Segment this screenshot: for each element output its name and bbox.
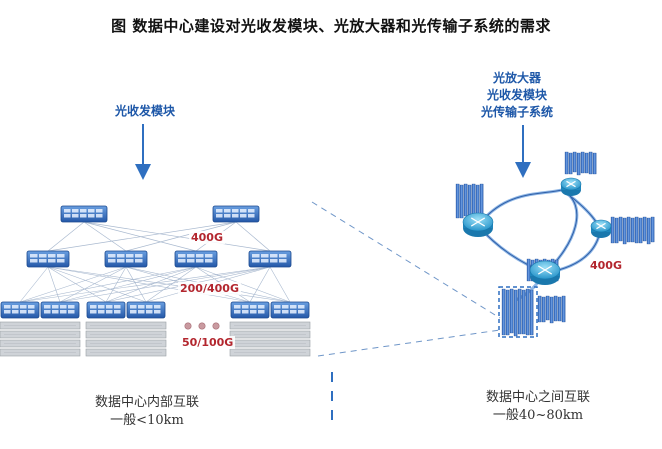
intra-dc-component-label: 光收发模块 (114, 104, 175, 118)
server-stack (85, 321, 167, 357)
zoom-line-bottom (317, 329, 501, 357)
router-right (590, 219, 612, 238)
leaf-switch (174, 250, 218, 268)
server-rack-right (610, 216, 655, 245)
leaf-switch (26, 250, 70, 268)
ellipsis-dot (198, 322, 206, 330)
speed-label-middle: 200/400G (178, 282, 241, 295)
tor-switch (0, 301, 40, 319)
tor-switch (230, 301, 270, 319)
spine-switch (60, 205, 108, 223)
ellipsis-dot (212, 322, 220, 330)
server-rack-top (564, 151, 597, 176)
tor-switch (126, 301, 166, 319)
inter-dc-server-racks (455, 151, 655, 337)
tor-switch (40, 301, 80, 319)
intra-caption-line1: 数据中心内部互联 (94, 395, 199, 410)
server-stack (229, 321, 311, 357)
intra-dc-nodes (0, 205, 311, 357)
inter-label-amplifier: 光放大器 (492, 71, 541, 85)
tor-switch (270, 301, 310, 319)
router-center (529, 260, 561, 285)
leaf-switch (104, 250, 148, 268)
inter-label-transceiver: 光收发模块 (486, 88, 547, 102)
router-top (560, 177, 582, 196)
server-rack-bottom-right (537, 295, 566, 324)
speed-label-upper: 400G (189, 231, 225, 244)
spine-switch (212, 205, 260, 223)
server-rack-bottom (501, 288, 534, 337)
inter-dc-caption: 数据中心之间互联 一般40~80km (468, 389, 608, 425)
zoom-line-top (311, 201, 501, 319)
server-stack (0, 321, 81, 357)
inter-dc-routers (462, 177, 612, 285)
ellipsis-dot (184, 322, 192, 330)
intra-dc-caption: 数据中心内部互联 一般<10km (82, 394, 212, 430)
speed-label-inter: 400G (588, 259, 624, 272)
figure-title: 图 数据中心建设对光收发模块、光放大器和光传输子系统的需求 (111, 17, 551, 35)
server-rack-left (455, 183, 484, 220)
speed-label-lower: 50/100G (180, 336, 236, 349)
inter-dc-component-labels: 光放大器 光收发模块 光传输子系统 (462, 70, 572, 121)
router-left (462, 212, 494, 237)
intra-caption-line2: 一般<10km (110, 413, 184, 428)
tor-switch (86, 301, 126, 319)
zoom-highlight-box (498, 286, 538, 338)
leaf-switch (248, 250, 292, 268)
inter-caption-line1: 数据中心之间互联 (485, 390, 590, 405)
inter-label-transmission: 光传输子系统 (480, 105, 553, 119)
inter-caption-line2: 一般40~80km (492, 408, 584, 423)
